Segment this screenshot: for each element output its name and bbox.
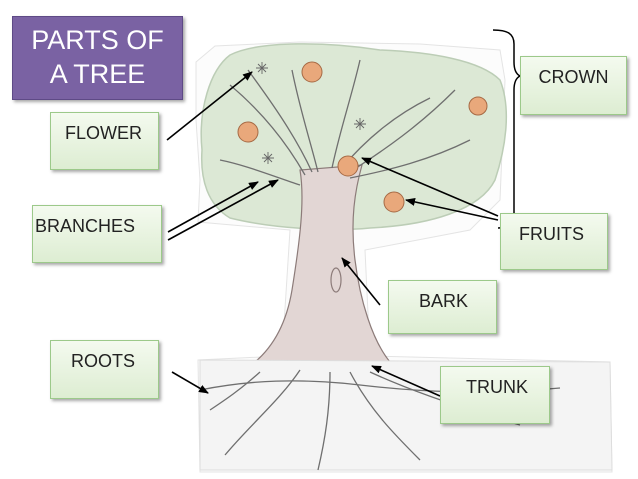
fruit <box>337 155 359 177</box>
fruit <box>237 121 259 143</box>
label-fruits: FRUITS <box>500 213 608 270</box>
arrow-branches-2 <box>167 179 279 241</box>
label-roots: ROOTS <box>50 340 159 399</box>
fruits <box>237 61 488 213</box>
arrow-flower <box>166 71 253 141</box>
arrows <box>166 71 499 397</box>
label-trunk: TRUNK <box>440 366 550 424</box>
flower <box>262 152 274 164</box>
bark-knot <box>330 267 342 293</box>
flowers <box>256 62 366 164</box>
diagram-title: PARTS OF A TREE <box>12 16 183 100</box>
fruit <box>383 191 405 213</box>
flower <box>256 62 268 74</box>
title-line-1: PARTS OF <box>31 25 164 55</box>
fruit <box>468 96 488 116</box>
title-line-2: A TREE <box>49 59 146 89</box>
flower <box>354 118 366 130</box>
label-flower: FLOWER <box>50 112 159 170</box>
arrow-roots <box>171 371 209 394</box>
label-bark: BARK <box>388 280 497 334</box>
arrow-branches-1 <box>167 181 259 233</box>
arrow-fruits-1 <box>361 157 499 217</box>
label-crown: CROWN <box>520 56 627 115</box>
arrow-fruits-2 <box>405 198 499 221</box>
arrow-trunk <box>371 365 441 397</box>
label-branches: BRANCHES <box>32 205 162 263</box>
fruit <box>301 61 323 83</box>
arrow-bark <box>341 257 381 306</box>
